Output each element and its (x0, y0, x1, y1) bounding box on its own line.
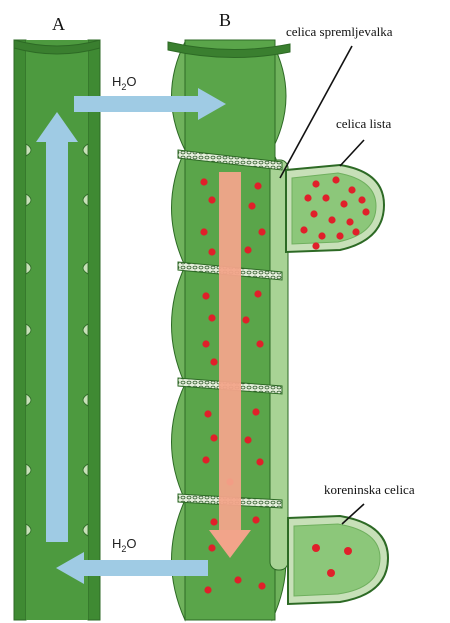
sugar-molecule (254, 182, 261, 189)
water-bottom-label: H2O (112, 536, 137, 554)
companion-cell-leader (280, 46, 352, 178)
leaf-sugar-molecule (312, 242, 319, 249)
sugar-molecule (252, 408, 259, 415)
root-sugar-molecule (344, 547, 352, 555)
leaf-sugar-molecule (336, 232, 343, 239)
sugar-molecule (202, 292, 209, 299)
sugar-molecule (252, 516, 259, 523)
panel-a-label: A (52, 14, 65, 34)
leaf-cell-leader (340, 140, 364, 166)
sugar-molecule (204, 586, 211, 593)
sugar-molecule (248, 202, 255, 209)
sugar-molecule (258, 582, 265, 589)
root-cell (288, 516, 388, 604)
leaf-sugar-molecule (312, 180, 319, 187)
xylem-right-wall (88, 40, 100, 620)
leaf-sugar-molecule (352, 228, 359, 235)
leaf-sugar-molecule (304, 194, 311, 201)
sugar-molecule (210, 518, 217, 525)
sugar-molecule (208, 248, 215, 255)
leaf-sugar-molecule (348, 186, 355, 193)
root-sugar-molecule (312, 544, 320, 552)
sugar-molecule (244, 436, 251, 443)
leaf-sugar-molecule (322, 194, 329, 201)
leaf-sugar-molecule (332, 176, 339, 183)
leaf-sugar-molecule (310, 210, 317, 217)
sugar-molecule (202, 456, 209, 463)
leaf-sugar-molecule (358, 196, 365, 203)
leaf-cell (286, 165, 384, 252)
sugar-molecule (256, 458, 263, 465)
xylem-left-wall (14, 40, 26, 620)
leaf-sugar-molecule (340, 200, 347, 207)
leaf-sugar-molecule (328, 216, 335, 223)
leaf-sugar-molecule (300, 226, 307, 233)
sugar-molecule (208, 196, 215, 203)
leaf-sugar-molecule (362, 208, 369, 215)
water-top-label: H2O (112, 74, 137, 92)
sugar-molecule (208, 544, 215, 551)
sugar-molecule (256, 340, 263, 347)
sugar-molecule (234, 576, 241, 583)
root-sugar-molecule (327, 569, 335, 577)
sugar-molecule (258, 228, 265, 235)
root-cell-label: koreninska celica (324, 482, 415, 497)
sugar-molecule (200, 228, 207, 235)
sugar-molecule (204, 410, 211, 417)
sugar-molecule (242, 316, 249, 323)
sugar-molecule (254, 290, 261, 297)
leaf-sugar-molecule (346, 218, 353, 225)
leaf-cell-label: celica lista (336, 116, 391, 131)
companion-cell-label: celica spremljevalka (286, 24, 393, 39)
sugar-molecule (200, 178, 207, 185)
sugar-molecule (210, 358, 217, 365)
panel-b-label: B (219, 10, 231, 30)
sugar-molecule (202, 340, 209, 347)
sugar-molecule (210, 434, 217, 441)
sugar-molecule (244, 246, 251, 253)
leaf-sugar-molecule (318, 232, 325, 239)
sugar-molecule (208, 314, 215, 321)
